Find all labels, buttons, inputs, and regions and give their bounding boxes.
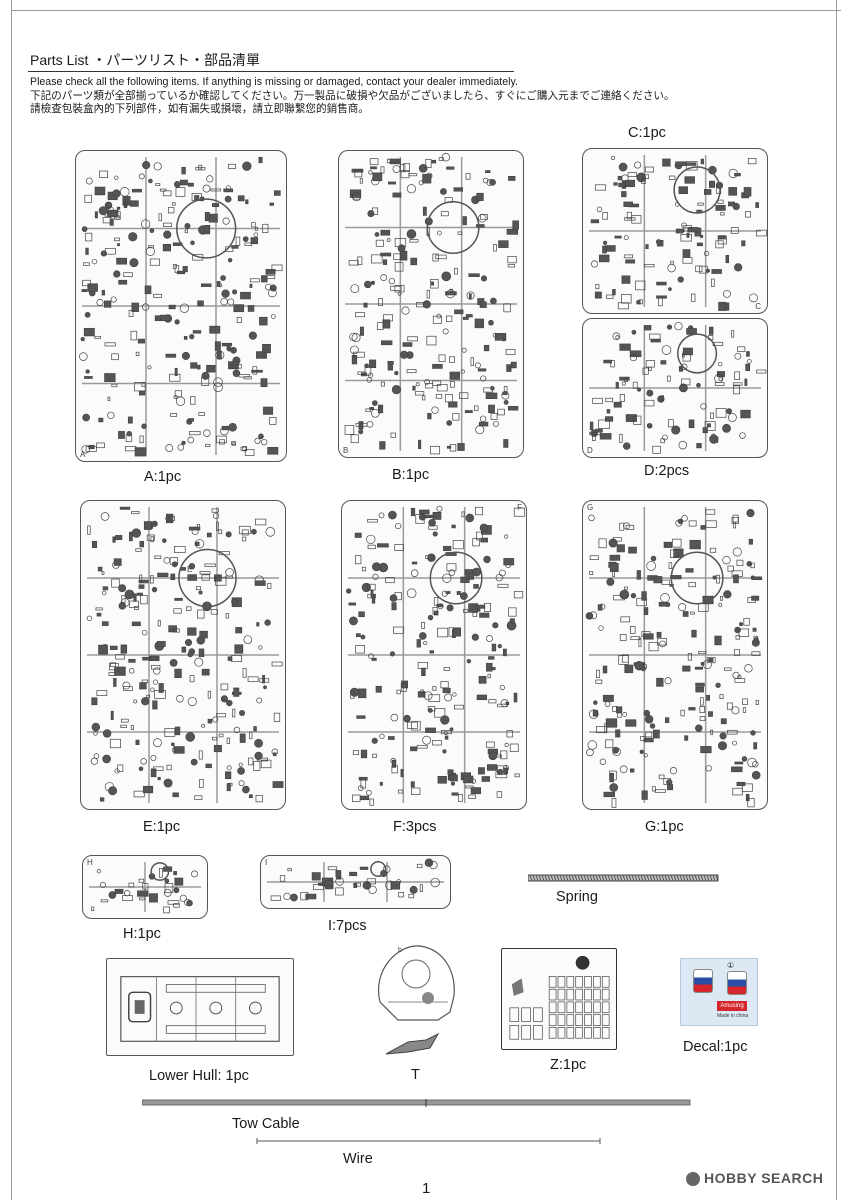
label-i: I:7pcs xyxy=(328,918,367,934)
sprue-b-letter: B xyxy=(343,446,349,455)
tow-cable-part xyxy=(142,1099,691,1107)
label-e: E:1pc xyxy=(143,819,181,835)
sprue-c: C xyxy=(582,148,768,314)
frame-right-edge xyxy=(836,0,837,1200)
sprue-drawing xyxy=(589,155,767,311)
label-b: B:1pc xyxy=(392,467,430,483)
sprue-g: G xyxy=(582,500,768,810)
part-t: b xyxy=(377,945,455,1055)
label-a: A:1pc xyxy=(144,469,182,485)
sprue-g-letter: G xyxy=(587,503,594,512)
sprue-drawing xyxy=(344,153,519,455)
sprue-e: E xyxy=(80,500,286,810)
sprue-c-letter: C xyxy=(755,302,761,311)
svg-text:b: b xyxy=(398,947,402,954)
sprue-drawing xyxy=(79,156,283,457)
label-c: C:1pc xyxy=(628,125,666,141)
sprue-f-letter: F xyxy=(517,503,522,512)
sprue-d-letter: D xyxy=(587,446,593,455)
label-z: Z:1pc xyxy=(550,1057,587,1073)
sprue-h-letter: H xyxy=(87,858,93,867)
instruction-chinese: 請檢查包裝盒內的下列部件，如有漏失或損壞，請立即聯繫您的銷售商。 xyxy=(30,103,369,115)
decal-brand: Amusing xyxy=(717,1001,747,1011)
watermark-logo-icon xyxy=(686,1172,700,1187)
decal-made-in: Made in china xyxy=(717,1013,749,1019)
page-title: Parts List ・パーツリスト・部品清單 xyxy=(30,52,260,68)
photo-etch-z xyxy=(501,948,617,1050)
sprue-e-letter: E xyxy=(187,565,193,574)
sprue-drawing xyxy=(589,322,767,454)
instruction-english: Please check all the following items. If… xyxy=(30,76,518,88)
decal-number: ① xyxy=(727,961,735,970)
sprue-drawing xyxy=(267,858,444,902)
sprue-h: H xyxy=(82,855,208,919)
label-tow-cable: Tow Cable xyxy=(232,1116,300,1132)
label-decal: Decal:1pc xyxy=(683,1039,748,1055)
sprue-f: F xyxy=(341,500,527,810)
decal-flag-right xyxy=(727,971,747,995)
label-t: T xyxy=(411,1067,420,1083)
label-f: F:3pcs xyxy=(393,819,437,835)
title-underline xyxy=(28,71,514,72)
lower-hull-drawing xyxy=(120,976,280,1042)
label-h: H:1pc xyxy=(123,926,161,942)
sprue-d: D xyxy=(582,318,768,458)
photo-etch-z-drawing xyxy=(509,955,610,1040)
sprue-drawing xyxy=(346,505,526,806)
wire-part xyxy=(256,1138,601,1144)
sprue-i-letter: I xyxy=(265,858,268,867)
sprue-a: A xyxy=(75,150,287,462)
page-number: 1 xyxy=(422,1180,431,1197)
sprue-b: B xyxy=(338,150,524,458)
sprue-i: I xyxy=(260,855,451,909)
decal-sheet: ① Amusing Made in china xyxy=(680,958,758,1026)
label-spring: Spring xyxy=(556,889,598,905)
instruction-japanese: 下記のパーツ類が全部揃っているか確認してください。万一製品に破損や欠品がございま… xyxy=(30,90,675,102)
frame-top-edge xyxy=(11,10,841,11)
watermark: HOBBY SEARCH xyxy=(686,1170,824,1187)
spring-part xyxy=(528,874,719,882)
decal-flag-left xyxy=(693,969,713,993)
label-wire: Wire xyxy=(343,1151,373,1167)
sprue-drawing xyxy=(86,506,284,803)
watermark-text: HOBBY SEARCH xyxy=(704,1170,824,1186)
label-d: D:2pcs xyxy=(644,463,690,479)
label-g: G:1pc xyxy=(645,819,684,835)
sprue-drawing xyxy=(89,862,201,914)
sprue-a-letter: A xyxy=(80,450,86,459)
frame-left-edge xyxy=(11,0,12,1200)
label-lower-hull: Lower Hull: 1pc xyxy=(149,1068,249,1084)
lower-hull-part xyxy=(106,958,294,1056)
sprue-drawing xyxy=(585,507,763,808)
